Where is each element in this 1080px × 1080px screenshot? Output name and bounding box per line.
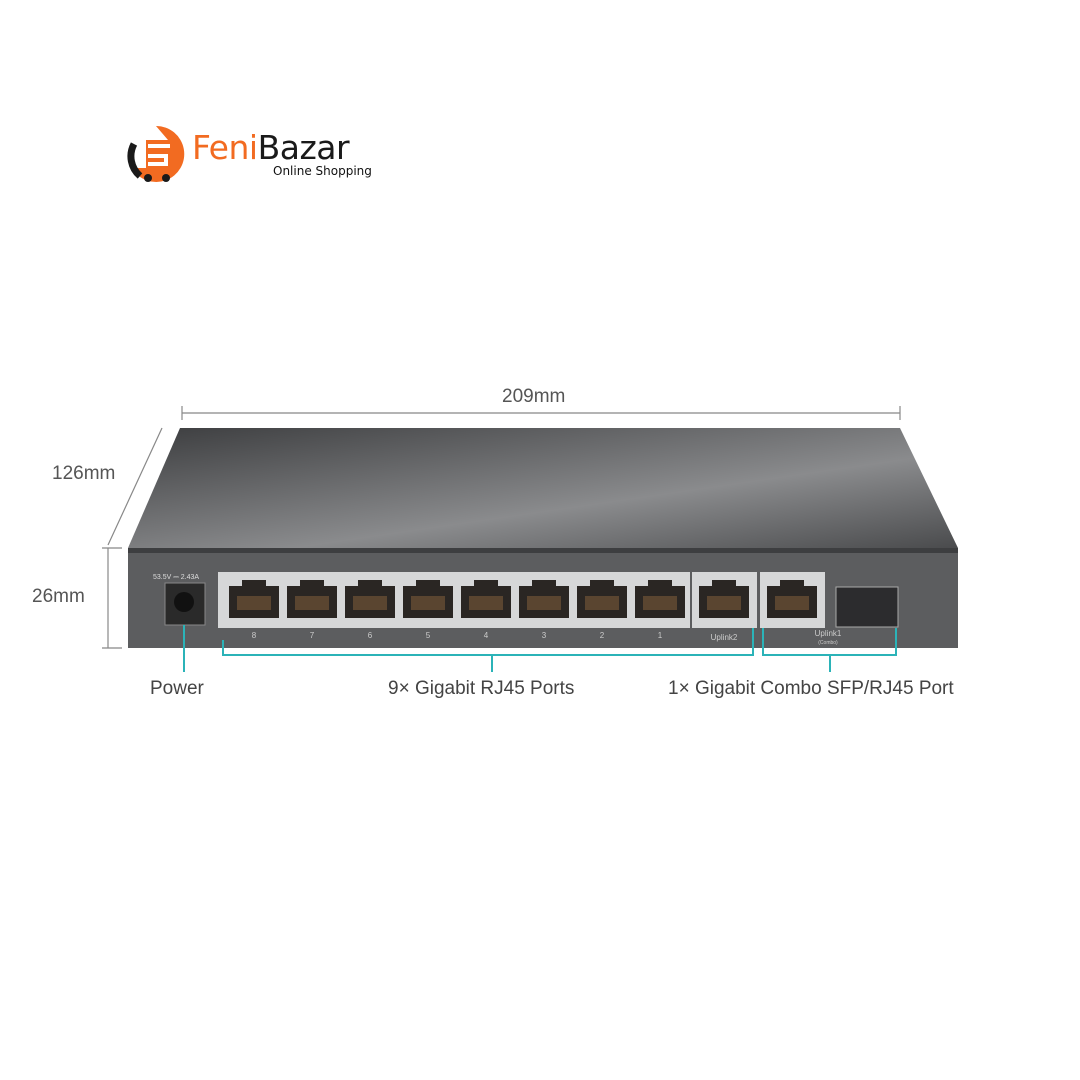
- rj45-callout: 9× Gigabit RJ45 Ports: [388, 678, 575, 699]
- port-number-label: 8: [252, 631, 257, 640]
- brand-tagline: Online Shopping: [273, 164, 372, 178]
- depth-dimension: 126mm: [52, 463, 116, 484]
- fenibazar-logo: FeniBazar Online Shopping: [126, 124, 386, 184]
- dimension-lines: [102, 406, 901, 649]
- brand-name: FeniBazar: [192, 128, 350, 167]
- port-number-label: 1: [658, 631, 663, 640]
- combo-callout: 1× Gigabit Combo SFP/RJ45 Port: [668, 678, 954, 699]
- uplink1-sublabel: (Combo): [818, 640, 838, 646]
- switch-top-panel: [128, 428, 958, 548]
- port-number-label: 3: [542, 631, 547, 640]
- power-callout: Power: [150, 678, 204, 699]
- port-number-label: 2: [600, 631, 605, 640]
- height-dimension: 26mm: [32, 586, 85, 607]
- callout-brackets: [183, 625, 897, 672]
- port-number-label: 7: [310, 631, 315, 640]
- port-number-label: 5: [426, 631, 431, 640]
- power-rating: 53.5V ⎓ 2.43A: [153, 574, 199, 581]
- uplink1-label: Uplink1: [815, 629, 842, 638]
- port-number-label: 4: [484, 631, 489, 640]
- uplink2-label: Uplink2: [711, 633, 738, 642]
- sfp-port: [835, 586, 899, 628]
- port-number-label: 6: [368, 631, 373, 640]
- width-dimension: 209mm: [502, 386, 566, 407]
- cart-logo-icon: [127, 125, 185, 182]
